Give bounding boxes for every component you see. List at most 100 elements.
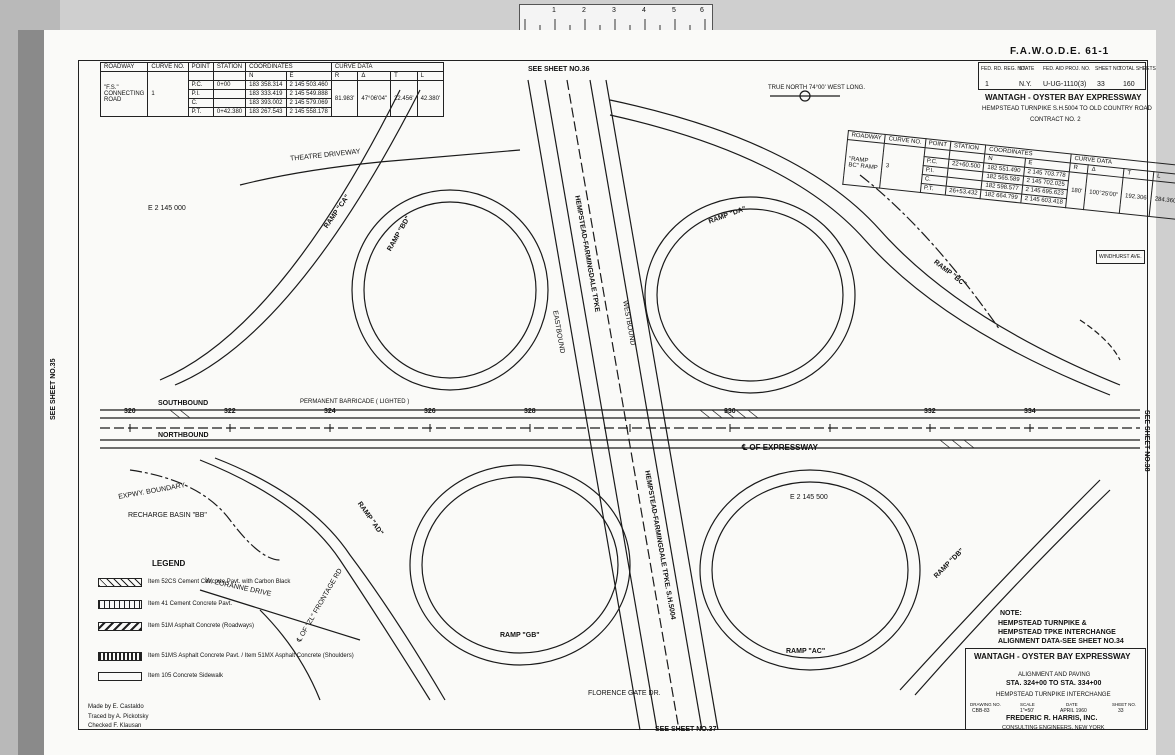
ramp-bd-loop-inner [363,201,537,379]
cell-e: 2 145 549.888 [285,89,332,99]
legend-swatch [98,622,142,631]
ramp-gb-loop-inner [421,476,619,654]
w-zoranne-drive [199,589,361,641]
expressway-centerline-label: ℄ OF EXPRESSWAY [742,443,818,452]
legend-item: Item 41 Cement Concrete Pavt. [148,601,233,607]
cell-station: 0+42.380 [212,107,247,117]
legend-item: Item 51M Asphalt Concrete (Roadways) [148,623,255,629]
note-title: NOTE: [1000,610,1022,617]
th-e: E [285,71,332,81]
note-line: HEMPSTEAD TPKE INTERCHANGE [998,629,1116,636]
made-by: Made by E. Castaldo [88,704,144,710]
ramp-ad-edge-1 [199,459,431,701]
station-label: 324 [324,408,336,415]
cell-delta: 47°06'04" [357,80,392,117]
th-roadway: ROADWAY [99,62,149,72]
header-label: FED. AID PROJ. NO. [1043,66,1091,72]
title-cell-label: DATE [1066,702,1078,707]
cell-delta: 100°25'00" [1083,173,1124,214]
legend-swatch [98,672,142,681]
traced-by: Traced by A. Pickotsky [88,714,149,720]
ruler-tick-label: 6 [700,7,704,14]
see-sheet-38-label: SEE SHEET NO.38 [1143,410,1150,472]
permanent-barricade-label: PERMANENT BARRICADE ( LIGHTED ) [300,399,410,405]
th-delta: Δ [357,71,392,81]
see-sheet-37-label: SEE SHEET NO.37 [655,726,717,733]
checked-by: Checked F. Klausan [88,723,142,729]
station-label: 330 [724,408,736,415]
ruler-tick-label: 1 [552,7,556,14]
ruler-tick-label: 5 [672,7,676,14]
title-block-line3: HEMPSTEAD TURNPIKE INTERCHANGE [996,692,1111,698]
td-roadway: "F.S." CONNECTING ROAD [99,71,149,117]
sheet-reference: F.A.W.O.D.E. 61-1 [1010,46,1110,57]
legend-item: Item 52CS Cement Concrete Pavt. with Car… [148,579,291,585]
title-block-line2: STA. 324+00 TO STA. 334+00 [1006,680,1102,687]
td-curve-no: 1 [147,71,189,117]
title-cell-value: 33 [1118,708,1124,714]
header-label: FED. RD. REG. NO. [981,66,1027,72]
cell-point: P.T. [187,107,214,117]
project-subtitle: HEMPSTEAD TURNPIKE S.H.5004 TO OLD COUNT… [982,106,1152,112]
cell-r: 81.983' [330,80,359,117]
legend-item: Item 105 Concrete Sidewalk [148,673,224,679]
header-value: U-UG-1110(3) [1043,81,1087,88]
th-curve-no: CURVE NO. [147,62,189,72]
legend-swatch [98,600,142,609]
ramp-da-loop-outer [644,196,856,394]
theatre-driveway [239,149,521,186]
header-value: 33 [1097,81,1105,88]
header-label: STATE [1019,66,1035,72]
title-block: WANTAGH - OYSTER BAY EXPRESSWAY ALIGNMEN… [965,648,1146,731]
tpke-edge-4 [605,79,719,731]
legend-swatch [98,578,142,587]
cell-n: 183 393.002 [245,98,287,108]
cell-n: 183 333.419 [245,89,287,99]
ramp-ca-edge-2 [174,89,421,386]
th-point: POINT [187,62,214,72]
ramp-ac-label: RAMP "AC" [786,648,826,655]
title-cell-value: CBB-83 [972,708,990,714]
north-arrow-circle [799,90,811,102]
td-curve-no: 3 [879,143,925,193]
th-r: R [330,71,359,81]
see-sheet-36-label: SEE SHEET NO.36 [528,66,590,73]
th-n: N [245,71,287,81]
header-label: TOTAL SHEETS [1119,66,1156,72]
ramp-bc-edge-2 [609,114,1111,396]
ramp-db-edge-2 [914,489,1111,696]
ramp-gb-label: RAMP "GB" [500,632,540,639]
th-t: T [390,71,418,81]
title-cell-value: 1"=50' [1020,708,1034,714]
recharge-basin-label: RECHARGE BASIN "BB" [128,512,207,519]
cell-e: 2 145 503.460 [285,80,332,90]
title-cell-label: SHEET NO. [1112,702,1137,707]
cell-station: 0+00 [212,80,247,90]
ramp-da-loop-inner [656,208,844,382]
th-curve-data: CURVE DATA [330,62,445,72]
cell-point: P.T. [919,183,947,196]
drawing-sheet [18,30,1156,755]
cell-point: C. [187,98,214,108]
th-l: L [416,71,445,81]
legend-swatch [98,652,142,661]
e-coordinate-top: E 2 145 000 [148,205,186,212]
expwy-boundary-left [129,469,281,561]
zl-frontage-road [259,609,321,701]
sheet-header-box: FED. RD. REG. NO. 1 STATE N.Y. FED. AID … [978,62,1156,90]
ramp-ac-loop-inner [711,481,909,659]
cell-point: P.C. [187,80,214,90]
station-label: 326 [424,408,436,415]
station-label: 322 [224,408,236,415]
ramp-bc-edge-1 [609,99,1121,386]
station-label: 332 [924,408,936,415]
title-cell-value: APRIL 1960 [1060,708,1087,714]
florence-gate-label: FLORENCE GATE DR. [588,690,661,697]
ruler-tick-label: 3 [612,7,616,14]
cell-l: 284.360' [1149,180,1175,220]
ramp-ca-edge-1 [159,89,401,381]
note-line: ALIGNMENT DATA-SEE SHEET NO.34 [998,638,1124,645]
ramp-gb-loop-outer [409,464,631,666]
cell-t: 22.456' [390,80,418,117]
